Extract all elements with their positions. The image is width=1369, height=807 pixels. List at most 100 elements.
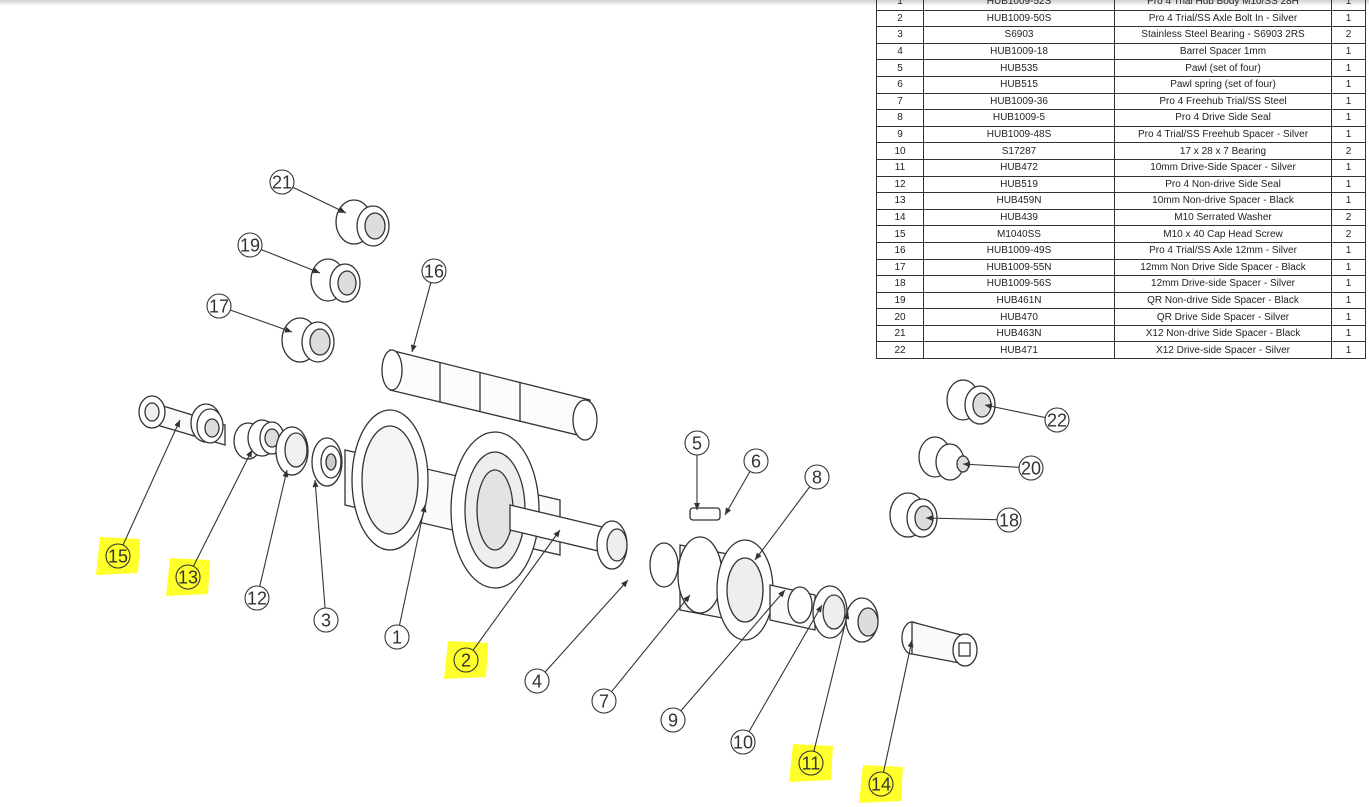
part-axle bbox=[381, 349, 598, 441]
callout-18: 18 bbox=[996, 507, 1022, 533]
item-number-cell: 22 bbox=[876, 341, 924, 360]
callout-leaders bbox=[122, 186, 1046, 773]
leader-line bbox=[314, 479, 326, 609]
leader-arrowhead bbox=[815, 605, 822, 613]
callout-8: 8 bbox=[804, 464, 830, 490]
callout-circle bbox=[237, 232, 263, 258]
leader-arrowhead bbox=[963, 461, 971, 468]
callout-circle bbox=[996, 507, 1022, 533]
callout-5: 5 bbox=[684, 430, 710, 456]
callout-9: 9 bbox=[660, 707, 686, 733]
callout-number: 12 bbox=[247, 589, 267, 609]
highlight-mark bbox=[789, 744, 833, 782]
callout-12: 12 bbox=[244, 585, 270, 611]
leader-arrowhead bbox=[843, 612, 850, 620]
part-barrel-spacer bbox=[596, 520, 628, 570]
callout-2: 2 bbox=[453, 647, 479, 673]
leader-line bbox=[925, 517, 998, 521]
quantity-cell: 1 bbox=[1331, 59, 1366, 77]
callout-number: 3 bbox=[321, 611, 331, 631]
part-spacer-18 bbox=[889, 492, 938, 538]
quantity-cell: 1 bbox=[1331, 125, 1366, 144]
part-drive-side-spacer bbox=[845, 597, 879, 643]
callout-number: 5 bbox=[692, 434, 702, 454]
leader-arrowhead bbox=[926, 515, 934, 522]
part-spacer-19 bbox=[310, 258, 361, 303]
leader-line bbox=[292, 186, 347, 214]
callout-circle bbox=[453, 647, 479, 673]
leader-arrowhead bbox=[553, 530, 560, 538]
callout-14: 14 bbox=[868, 771, 894, 797]
callout-10: 10 bbox=[730, 729, 756, 755]
leader-arrowhead bbox=[338, 207, 346, 213]
leader-line bbox=[259, 469, 288, 587]
callout-number: 18 bbox=[999, 511, 1019, 531]
callout-1: 1 bbox=[384, 624, 410, 650]
callout-number: 1 bbox=[392, 628, 402, 648]
leader-line bbox=[984, 404, 1046, 419]
callout-7: 7 bbox=[591, 688, 617, 714]
callout-number: 4 bbox=[532, 672, 542, 692]
callout-number: 19 bbox=[240, 236, 260, 256]
part-pawl bbox=[689, 507, 721, 521]
callout-15: 15 bbox=[105, 543, 131, 569]
callout-number: 2 bbox=[461, 651, 471, 671]
highlight-mark bbox=[859, 765, 903, 803]
highlight-mark bbox=[96, 537, 140, 575]
part-freehub-spacer bbox=[769, 584, 816, 631]
callout-13: 13 bbox=[175, 564, 201, 590]
leader-arrowhead bbox=[282, 470, 289, 478]
callout-4: 4 bbox=[524, 668, 550, 694]
callout-circle bbox=[591, 688, 617, 714]
part-spacer-20 bbox=[918, 436, 970, 481]
leader-arrowhead bbox=[174, 420, 180, 428]
callout-22: 22 bbox=[1044, 407, 1070, 433]
leader-line bbox=[962, 463, 1020, 468]
leader-arrowhead bbox=[312, 267, 320, 274]
leader-line bbox=[411, 282, 432, 353]
leader-arrowhead bbox=[284, 326, 292, 333]
part-non-drive-seal bbox=[275, 426, 309, 476]
callout-number: 10 bbox=[733, 733, 753, 753]
leader-arrowhead bbox=[420, 505, 427, 513]
callout-number: 9 bbox=[668, 711, 678, 731]
callout-circle bbox=[1044, 407, 1070, 433]
callout-number: 13 bbox=[178, 568, 198, 588]
leader-line bbox=[882, 639, 913, 773]
callout-circle bbox=[269, 169, 295, 195]
part-serrated-washer-left bbox=[190, 403, 224, 444]
callout-number: 22 bbox=[1047, 411, 1067, 431]
highlight-mark bbox=[166, 558, 210, 596]
callout-circle bbox=[524, 668, 550, 694]
leader-arrowhead bbox=[985, 403, 993, 410]
leader-line bbox=[724, 471, 751, 516]
callout-20: 20 bbox=[1018, 455, 1044, 481]
highlight-layer bbox=[96, 537, 903, 803]
callout-number: 11 bbox=[802, 754, 821, 774]
part-drive-bearing bbox=[812, 585, 848, 639]
callout-circle bbox=[206, 293, 232, 319]
callout-circle bbox=[743, 448, 769, 474]
part-non-drive-spacer bbox=[233, 419, 285, 460]
part-hub-body bbox=[344, 409, 561, 589]
callout-circle bbox=[384, 624, 410, 650]
leader-line bbox=[680, 589, 786, 712]
callout-3: 3 bbox=[313, 607, 339, 633]
callout-number: 17 bbox=[209, 297, 229, 317]
leader-arrowhead bbox=[410, 344, 417, 352]
callout-11: 11 bbox=[798, 750, 824, 776]
leader-line bbox=[398, 504, 426, 626]
leader-line bbox=[122, 419, 181, 546]
top-shadow bbox=[0, 0, 1369, 6]
